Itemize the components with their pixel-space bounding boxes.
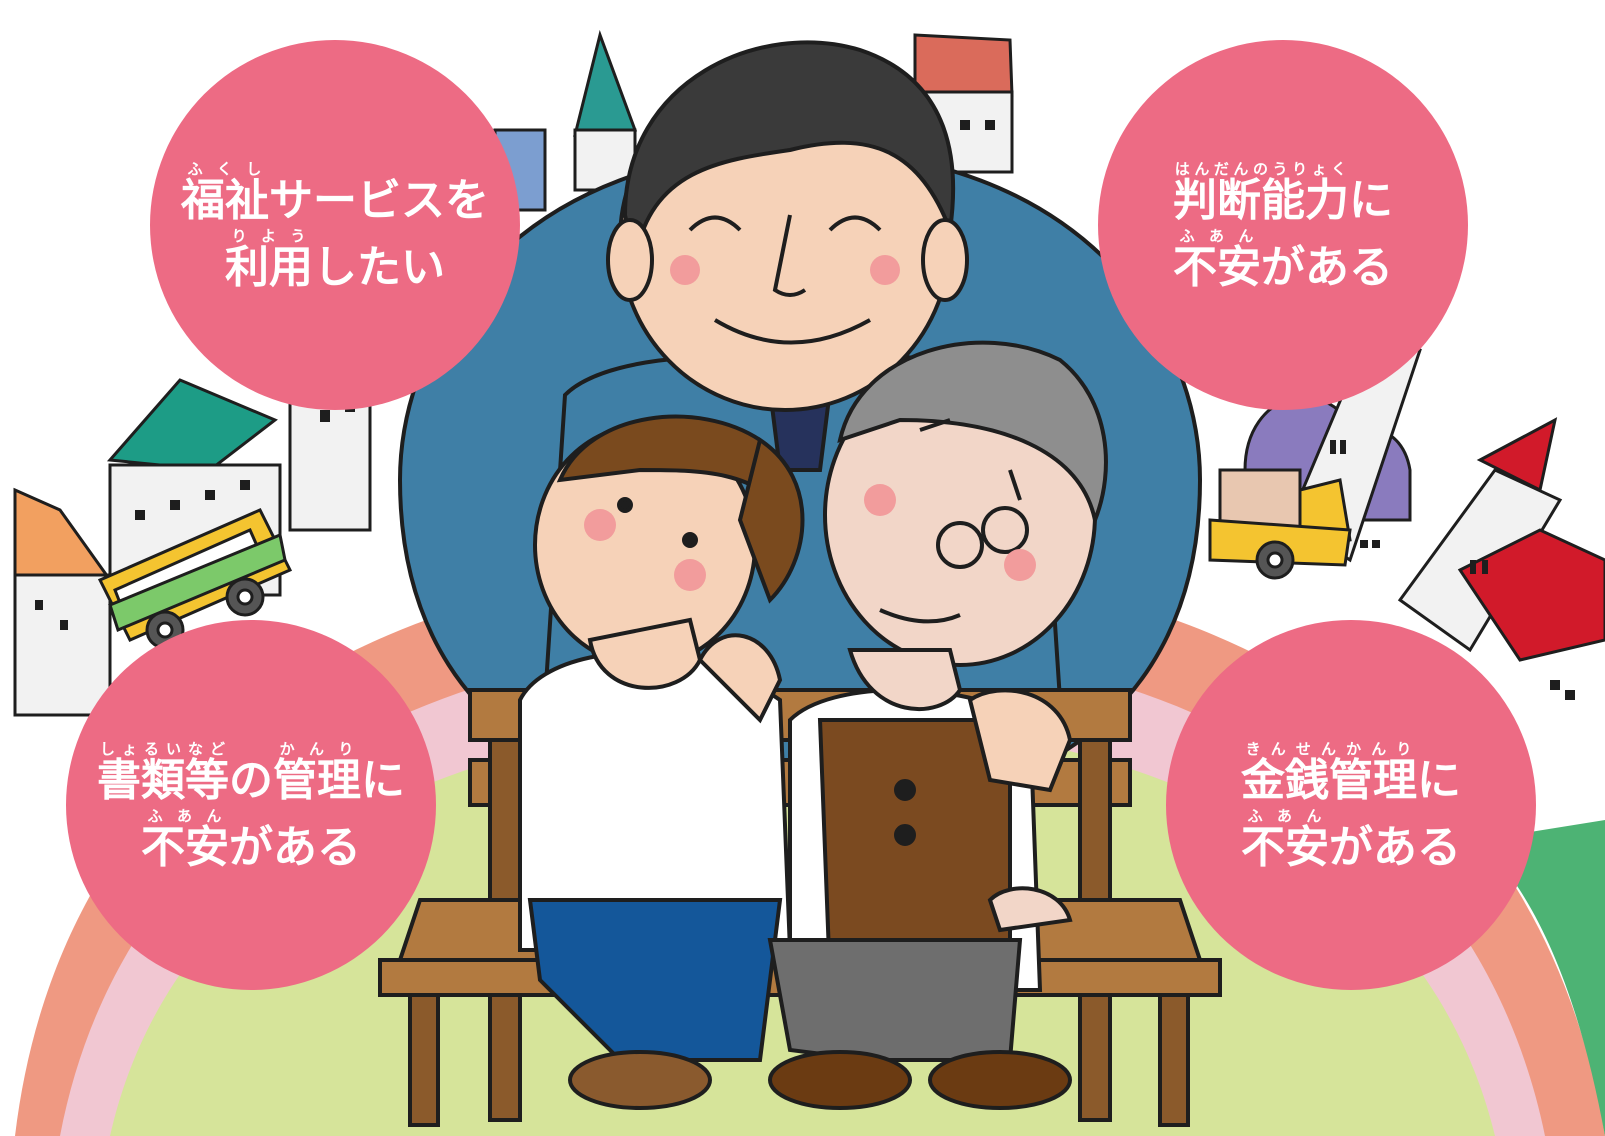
- furigana-word: 利用りよう: [225, 227, 313, 293]
- kanji-text: 判断能力: [1173, 175, 1349, 226]
- town-left: [13, 368, 372, 717]
- kana-text: に: [361, 755, 405, 806]
- bubble-line: 利用りようしたい: [225, 227, 445, 290]
- furigana-word: 金銭管理きんせんかんり: [1241, 740, 1417, 806]
- furigana-reading: ふあん: [141, 807, 229, 825]
- furigana-word: 不安ふあん: [141, 807, 229, 873]
- furigana-word: 管理かんり: [273, 740, 361, 806]
- kana-text: がある: [1329, 822, 1461, 873]
- kana-text: に: [1417, 755, 1461, 806]
- furigana-reading: りよう: [225, 227, 313, 245]
- furigana-reading: ふくし: [181, 160, 269, 178]
- bubble-line: 金銭管理きんせんかんりに: [1241, 740, 1461, 803]
- bubble-line: 不安ふあんがある: [141, 807, 361, 870]
- bubble-line: 不安ふあんがある: [1241, 807, 1461, 870]
- young-man-figure: [518, 414, 805, 1110]
- kanji-text: 不安: [141, 822, 229, 873]
- bubble-line: 判断能力はんだんのうりょくに: [1173, 160, 1393, 223]
- kanji-text: 書類等: [97, 755, 229, 806]
- bubble-document-management: 書類等しょるいなどの管理かんりに不安ふあんがある: [66, 620, 436, 990]
- furigana-word: 福祉ふくし: [181, 160, 269, 226]
- elder-figure: [767, 340, 1108, 1110]
- bubble-money-management: 金銭管理きんせんかんりに不安ふあんがある: [1166, 620, 1536, 990]
- kana-text: がある: [1261, 242, 1393, 293]
- furigana-reading: きんせんかんり: [1241, 740, 1417, 758]
- kanji-text: 不安: [1241, 822, 1329, 873]
- furigana-word: 不安ふあん: [1173, 227, 1261, 293]
- furigana-reading: かんり: [273, 740, 361, 758]
- bubble-judgment-ability: 判断能力はんだんのうりょくに不安ふあんがある: [1098, 40, 1468, 410]
- furigana-reading: ふあん: [1241, 807, 1329, 825]
- furigana-reading: はんだんのうりょく: [1173, 160, 1349, 178]
- kana-text: したい: [313, 242, 445, 293]
- furigana-word: 判断能力はんだんのうりょく: [1173, 160, 1349, 226]
- kanji-text: 管理: [273, 755, 361, 806]
- bubble-line: 福祉ふくしサービスを: [181, 160, 489, 223]
- kanji-text: 利用: [225, 242, 313, 293]
- kanji-text: 不安: [1173, 242, 1261, 293]
- furigana-reading: ふあん: [1173, 227, 1261, 245]
- kanji-text: 福祉: [181, 175, 269, 226]
- kana-text: の: [229, 755, 273, 806]
- furigana-word: 書類等しょるいなど: [97, 740, 229, 806]
- bubble-line: 書類等しょるいなどの管理かんりに: [97, 740, 405, 803]
- furigana-word: 不安ふあん: [1241, 807, 1329, 873]
- bubble-line: 不安ふあんがある: [1173, 227, 1393, 290]
- kanji-text: 金銭管理: [1241, 755, 1417, 806]
- furigana-reading: しょるいなど: [97, 740, 229, 758]
- kana-text: サービスを: [269, 175, 489, 226]
- kana-text: に: [1349, 175, 1393, 226]
- kana-text: がある: [229, 822, 361, 873]
- town-right: [1208, 328, 1605, 700]
- bubble-welfare-service: 福祉ふくしサービスを利用りようしたい: [150, 40, 520, 410]
